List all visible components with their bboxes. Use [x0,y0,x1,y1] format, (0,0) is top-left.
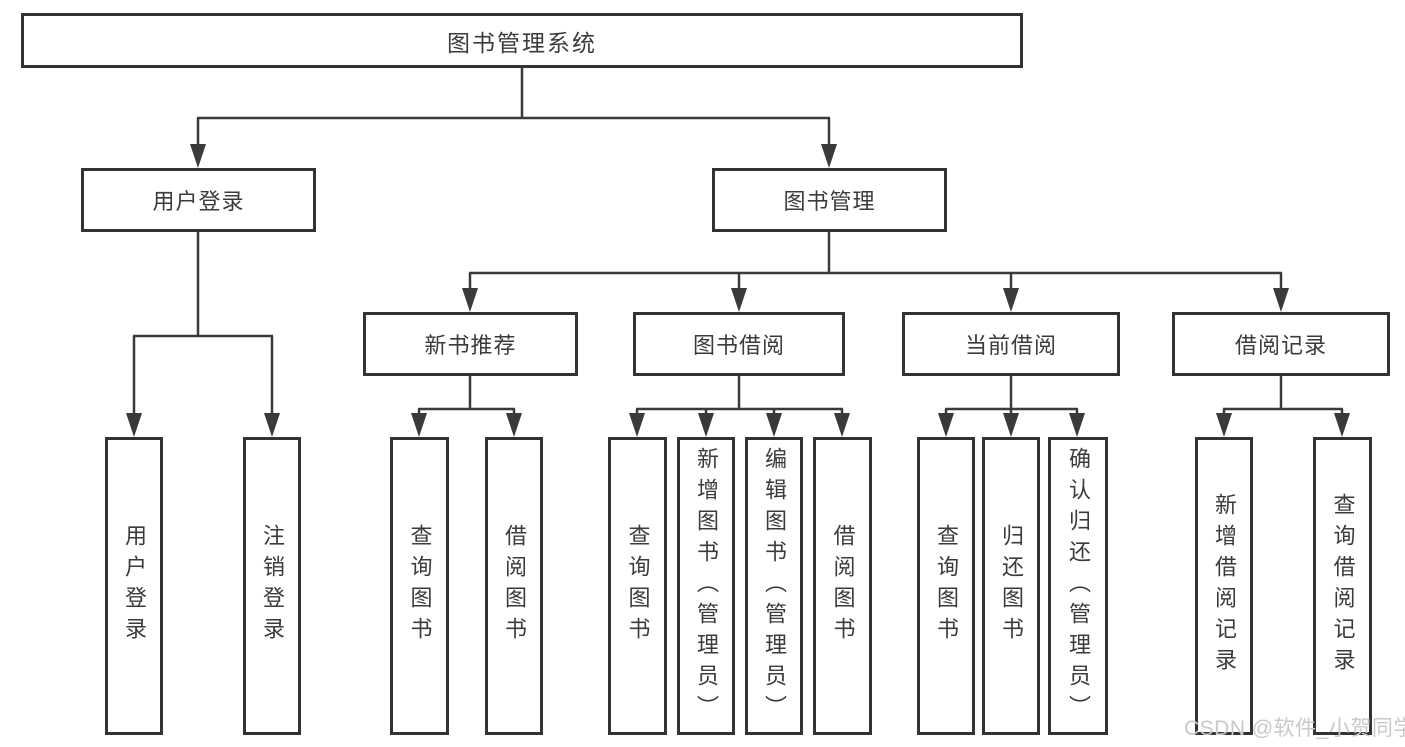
node-borrow-records: 借阅记录 [1172,312,1390,376]
connector-new-book-to-leaves [411,376,522,437]
leaf-borrow-books-1: 借阅图书 [485,437,543,735]
node-user-login: 用户登录 [81,168,316,232]
leaf-return-book-label: 归还图书 [999,524,1024,648]
leaf-query-books-3: 查询图书 [917,437,975,735]
leaf-return-book: 归还图书 [982,437,1040,735]
node-current-borrow-label: 当前借阅 [964,333,1057,358]
leaf-borrow-books-2: 借阅图书 [813,437,872,735]
connector-book-borrow-to-leaves [629,376,850,437]
connector-root-to-level2 [190,68,837,168]
leaf-borrow-books-2-label: 借阅图书 [830,524,856,648]
leaf-add-borrow-record: 新增借阅记录 [1195,437,1253,735]
leaf-user-login: 用户登录 [105,437,163,735]
node-book-borrow-label: 图书借阅 [692,333,785,358]
leaf-edit-book-admin-label: 编辑图书（管理员） [762,446,787,726]
watermark-text: CSDN @软件_小贺同学 [1184,717,1405,740]
node-book-management-label: 图书管理 [783,189,876,214]
node-book-borrow: 图书借阅 [633,312,845,376]
leaf-query-books-2-label: 查询图书 [625,524,651,648]
connector-book-management-to-level3 [462,232,1289,312]
leaf-logout-login-label: 注销登录 [260,524,285,648]
leaf-user-login-label: 用户登录 [122,524,147,648]
leaf-query-books-3-label: 查询图书 [934,524,959,648]
node-new-book-recommend: 新书推荐 [363,312,578,376]
leaf-query-borrow-record-label: 查询借阅记录 [1330,493,1356,679]
node-new-book-recommend-label: 新书推荐 [424,333,517,358]
leaf-confirm-return-admin: 确认归还（管理员） [1048,437,1108,735]
node-root: 图书管理系统 [21,13,1023,68]
leaf-query-books-1: 查询图书 [390,437,449,735]
leaf-logout-login: 注销登录 [243,437,301,735]
leaf-borrow-books-1-label: 借阅图书 [502,524,527,648]
leaf-query-books-1-label: 查询图书 [407,524,433,648]
leaf-confirm-return-admin-label: 确认归还（管理员） [1066,446,1091,726]
connector-current-borrow-to-leaves [938,376,1085,437]
leaf-add-borrow-record-label: 新增借阅记录 [1212,493,1237,679]
node-book-management: 图书管理 [712,168,947,232]
node-user-login-label: 用户登录 [152,189,245,214]
leaf-add-book-admin: 新增图书（管理员） [677,437,735,735]
connector-borrow-records-to-leaves [1216,376,1350,437]
node-current-borrow: 当前借阅 [902,312,1120,376]
node-borrow-records-label: 借阅记录 [1234,333,1327,358]
node-root-label: 图书管理系统 [447,29,597,56]
leaf-edit-book-admin: 编辑图书（管理员） [745,437,803,735]
leaf-query-books-2: 查询图书 [608,437,667,735]
connector-user-login-to-leaves [126,232,280,437]
leaf-add-book-admin-label: 新增图书（管理员） [694,446,719,726]
leaf-query-borrow-record: 查询借阅记录 [1313,437,1372,735]
